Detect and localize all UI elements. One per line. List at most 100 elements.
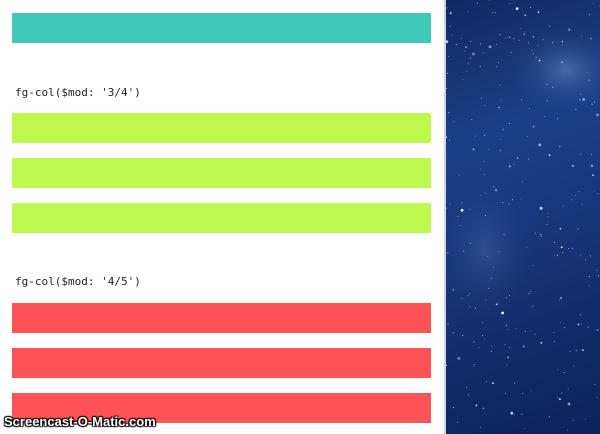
coral-column-bar-1 xyxy=(12,303,431,333)
star xyxy=(523,428,525,430)
star xyxy=(587,72,589,74)
star xyxy=(496,66,498,68)
star xyxy=(474,135,476,137)
star-field xyxy=(446,0,600,431)
star xyxy=(488,45,492,49)
star xyxy=(528,42,530,44)
star xyxy=(482,335,483,337)
star xyxy=(590,38,592,40)
star xyxy=(491,278,493,279)
star xyxy=(521,181,523,183)
star xyxy=(530,6,532,8)
star xyxy=(563,205,565,207)
star xyxy=(462,335,464,337)
star xyxy=(520,198,522,200)
star xyxy=(524,33,526,35)
star xyxy=(528,158,530,160)
star xyxy=(473,363,475,365)
star xyxy=(592,174,594,177)
star xyxy=(524,14,527,17)
star xyxy=(577,323,580,326)
star xyxy=(562,252,564,254)
star xyxy=(460,208,464,212)
star xyxy=(580,314,582,316)
star xyxy=(552,42,554,43)
star xyxy=(497,301,499,303)
star xyxy=(543,115,545,117)
star xyxy=(515,7,519,10)
star xyxy=(561,61,563,64)
star xyxy=(530,390,532,392)
star xyxy=(502,202,504,204)
star xyxy=(510,51,512,53)
star xyxy=(548,154,551,157)
star xyxy=(582,349,584,351)
star xyxy=(581,323,583,325)
star xyxy=(511,199,513,201)
star xyxy=(554,255,556,257)
star xyxy=(467,11,469,12)
star xyxy=(508,165,511,168)
star xyxy=(488,287,490,289)
star xyxy=(494,12,496,14)
star xyxy=(568,248,570,250)
star xyxy=(502,129,504,131)
star xyxy=(569,350,571,352)
star xyxy=(495,303,498,306)
star xyxy=(509,3,511,5)
lime-column-bar-3 xyxy=(12,203,431,233)
star xyxy=(458,174,460,176)
star xyxy=(509,347,511,349)
star xyxy=(553,341,555,343)
star xyxy=(549,25,551,27)
star xyxy=(453,407,455,409)
star xyxy=(548,416,550,418)
star xyxy=(573,365,575,367)
star xyxy=(531,49,533,51)
star xyxy=(579,99,581,101)
star xyxy=(446,364,447,366)
star xyxy=(491,345,493,347)
star xyxy=(585,259,587,261)
star xyxy=(594,384,596,385)
star xyxy=(542,39,544,41)
star xyxy=(508,122,510,124)
star xyxy=(447,252,449,254)
star xyxy=(559,227,562,230)
star xyxy=(499,138,501,140)
star xyxy=(501,311,504,315)
star xyxy=(500,99,502,101)
star xyxy=(575,350,577,352)
star xyxy=(552,86,554,88)
star xyxy=(513,163,515,165)
star xyxy=(559,398,561,400)
star xyxy=(584,418,586,420)
star xyxy=(479,426,481,428)
star xyxy=(577,228,579,230)
star xyxy=(484,192,486,194)
star xyxy=(448,112,450,113)
star xyxy=(571,247,573,249)
star xyxy=(530,291,532,293)
star xyxy=(504,37,506,39)
star xyxy=(453,120,455,122)
star xyxy=(468,394,469,396)
panel-divider xyxy=(444,0,446,434)
star xyxy=(560,246,563,249)
teal-column-bar xyxy=(12,13,431,43)
star xyxy=(553,242,555,243)
star xyxy=(483,161,485,162)
star xyxy=(532,264,534,266)
star xyxy=(495,189,497,192)
star xyxy=(546,83,548,85)
star xyxy=(480,195,481,196)
star xyxy=(505,325,507,327)
star xyxy=(540,342,543,344)
star xyxy=(505,392,506,394)
star xyxy=(593,101,595,103)
star xyxy=(480,97,482,99)
star xyxy=(463,250,465,252)
star xyxy=(484,174,486,175)
star xyxy=(589,255,591,257)
